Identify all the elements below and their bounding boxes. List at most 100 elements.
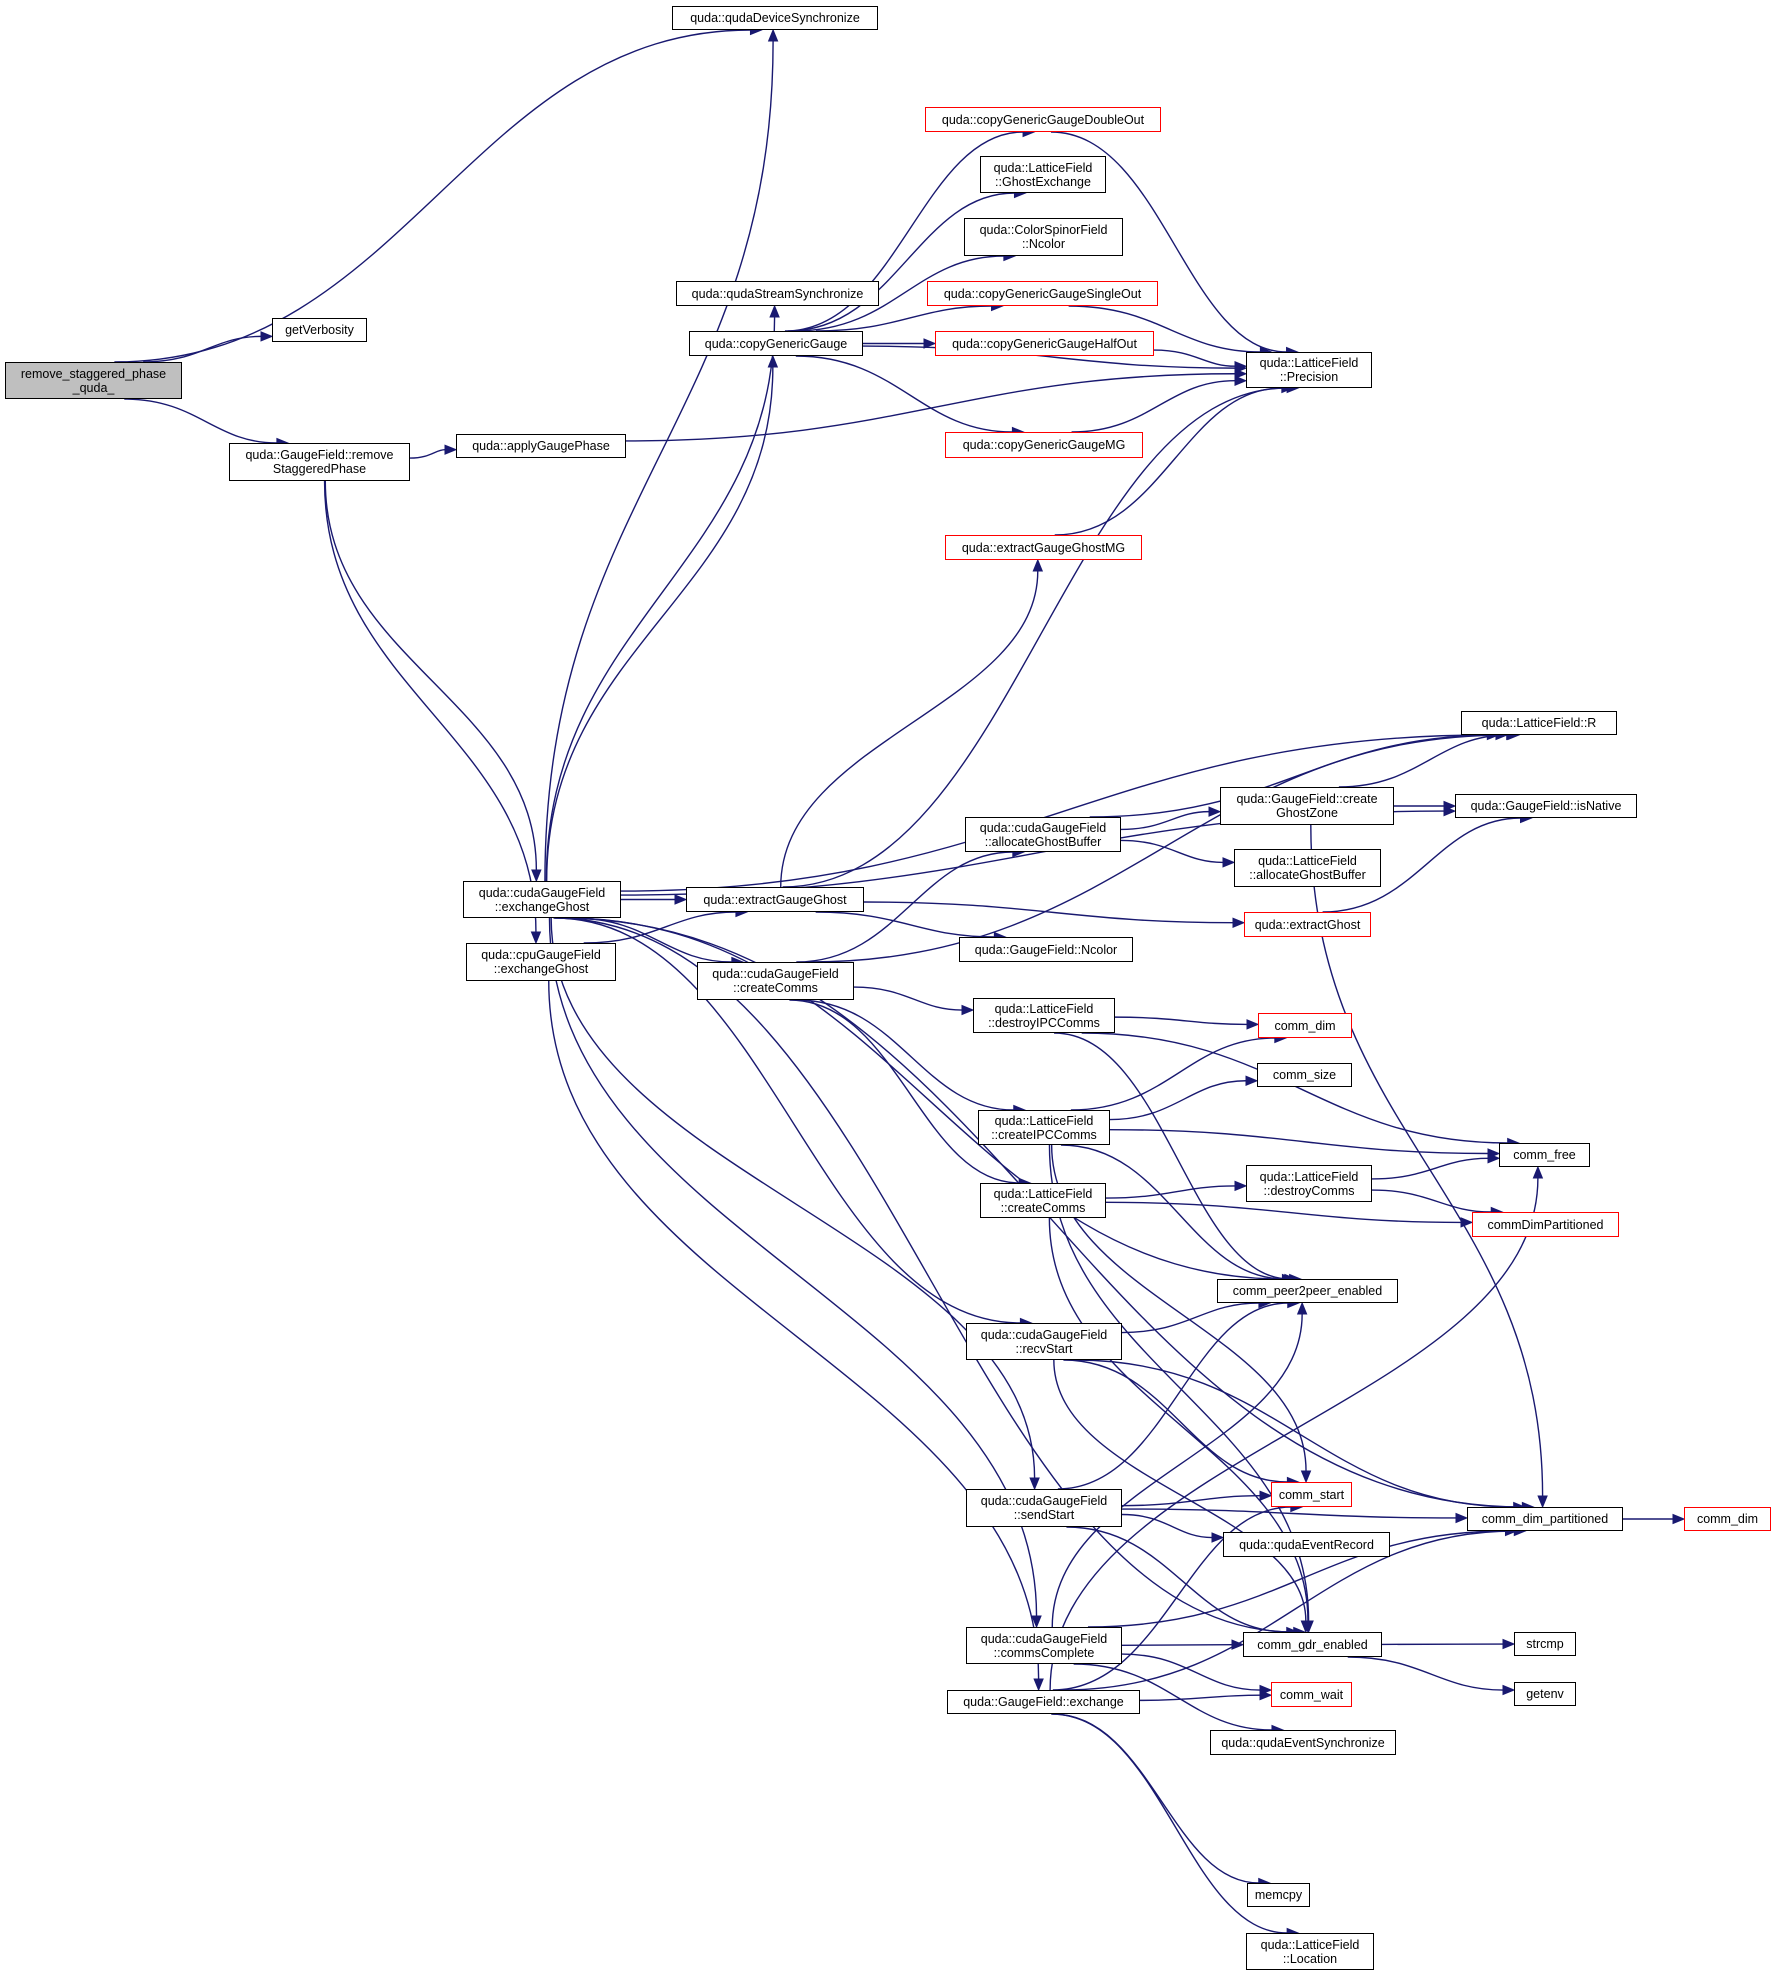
node-event-sync[interactable]: quda::qudaEventSynchronize (1210, 1730, 1396, 1755)
node-getenv[interactable]: getenv (1514, 1682, 1576, 1706)
node-memcpy[interactable]: memcpy (1247, 1883, 1310, 1907)
edge-lfCreateComms-to-destroyComms (1105, 1185, 1236, 1199)
node-cuda-alloc-ghost[interactable]: quda::cudaGaugeField ::allocateGhostBuff… (965, 817, 1121, 852)
edge-gfExchange-to-location (1051, 1713, 1288, 1934)
node-is-native[interactable]: quda::GaugeField::isNative (1455, 794, 1637, 818)
edge-cudaAllocGhost-to-createGhostZone (1120, 810, 1210, 831)
node-precision[interactable]: quda::LatticeField ::Precision (1246, 352, 1372, 388)
node-destroy-i-p-c-comms[interactable]: quda::LatticeField ::destroyIPCComms (973, 998, 1115, 1033)
arrowhead-icon (1246, 1019, 1260, 1030)
node-p2p[interactable]: comm_peer2peer_enabled (1217, 1279, 1398, 1303)
edge-cudaCreateComms-to-cudaAllocGhost (796, 851, 1013, 963)
node-comm-dim-partitioned[interactable]: comm_dim_partitioned (1467, 1507, 1623, 1531)
arrowhead-icon (1300, 1470, 1312, 1484)
arrowhead-icon (1296, 1301, 1308, 1315)
arrowhead-icon (1232, 917, 1246, 928)
edge-cudaCreateComms-to-createIPCComms (796, 999, 1014, 1111)
arrowhead-icon (1234, 375, 1248, 386)
edge-cudaExchangeGhost-to-latticeR (620, 734, 1488, 892)
node-extract-gauge-ghost[interactable]: quda::extractGaugeGhost (686, 887, 864, 912)
arrowhead-icon (1537, 1495, 1548, 1509)
edge-recvStart-to-gdr (1053, 1359, 1307, 1622)
node-extract-gauge-ghost-m-g[interactable]: quda::extractGaugeGhostMG (945, 535, 1142, 560)
arrowhead-icon (1443, 800, 1457, 812)
node-destroy-comms[interactable]: quda::LatticeField ::destroyComms (1246, 1165, 1372, 1202)
edge-extractGaugeGhost-to-gfNcolor (815, 911, 995, 938)
arrowhead-icon (674, 894, 688, 905)
node-send-start[interactable]: quda::cudaGaugeField ::sendStart (966, 1489, 1122, 1527)
arrowhead-icon (1502, 1638, 1516, 1650)
node-lf-create-comms[interactable]: quda::LatticeField ::createComms (980, 1183, 1106, 1218)
node-cuda-create-comms[interactable]: quda::cudaGaugeField ::createComms (697, 962, 854, 1000)
node-quda-device-synchronize[interactable]: quda::qudaDeviceSynchronize (672, 6, 878, 30)
node-copy-generic-gauge[interactable]: quda::copyGenericGauge (689, 331, 863, 356)
edge-commsComplete-to-gdr (1121, 1643, 1233, 1647)
node-lf-alloc-ghost[interactable]: quda::LatticeField ::allocateGhostBuffer (1234, 849, 1381, 887)
node-gf-ncolor[interactable]: quda::GaugeField::Ncolor (959, 937, 1133, 962)
node-copy-double-out[interactable]: quda::copyGenericGaugeDoubleOut (925, 107, 1161, 132)
arrowhead-icon (1234, 1180, 1248, 1192)
arrowhead-icon (1259, 1689, 1273, 1701)
node-comm-dim1[interactable]: comm_dim (1258, 1013, 1352, 1038)
edge-extractGaugeGhost-to-extractGaugeGhostMG (780, 570, 1039, 888)
edge-cudaExchangeGhost-to-qudaDeviceSynchronize (544, 40, 774, 882)
arrowhead-icon (1234, 360, 1248, 372)
node-comm-start[interactable]: comm_start (1271, 1482, 1352, 1507)
edge-extractGaugeGhost-to-extractGhost (863, 901, 1234, 924)
node-event-record[interactable]: quda::qudaEventRecord (1223, 1532, 1390, 1557)
node-cuda-exchange-ghost[interactable]: quda::cudaGaugeField ::exchangeGhost (463, 881, 621, 918)
node-copy-m-g[interactable]: quda::copyGenericGaugeMG (945, 432, 1143, 458)
node-csf-ncolor[interactable]: quda::ColorSpinorField ::Ncolor (964, 218, 1123, 256)
node-create-i-p-c-comms[interactable]: quda::LatticeField ::createIPCComms (978, 1110, 1110, 1145)
edge-root-to-removeStaggeredPhase (124, 398, 277, 444)
edge-applyGaugePhase-to-precision (625, 373, 1236, 442)
edge-cpuExchangeGhost-to-gfExchange (548, 980, 1040, 1680)
arrowhead-icon (444, 444, 458, 455)
node-copy-half-out[interactable]: quda::copyGenericGaugeHalfOut (935, 331, 1154, 356)
node-comm-wait[interactable]: comm_wait (1271, 1682, 1352, 1707)
node-comm-dim-partitioned-camel[interactable]: commDimPartitioned (1472, 1212, 1619, 1237)
node-comm-size[interactable]: comm_size (1257, 1063, 1352, 1087)
node-cpu-exchange-ghost[interactable]: quda::cpuGaugeField ::exchangeGhost (466, 943, 616, 981)
edge-commsComplete-to-p2p (1051, 1313, 1303, 1628)
node-location[interactable]: quda::LatticeField ::Location (1246, 1933, 1374, 1970)
edge-sendStart-to-p2p (1057, 1302, 1288, 1490)
node-remove-staggered-phase[interactable]: quda::GaugeField::remove StaggeredPhase (229, 443, 410, 481)
edge-root-to-qudaDeviceSynchronize (114, 29, 751, 363)
edge-recvStart-to-commDimPartitioned (1075, 1359, 1514, 1508)
node-gdr[interactable]: comm_gdr_enabled (1243, 1632, 1382, 1657)
edge-extractGhost-to-isNative (1322, 817, 1521, 913)
edge-cudaCreateComms-to-lfCreateComms (789, 999, 1020, 1184)
edge-root-to-getVerbosity (143, 335, 262, 363)
arrowhead-icon (923, 338, 937, 349)
edge-cudaExchangeGhost-to-p2p (563, 917, 1283, 1280)
node-apply-gauge-phase[interactable]: quda::applyGaugePhase (456, 434, 626, 458)
edge-cudaCreateComms-to-destroyIPCComms (853, 986, 963, 1011)
arrowhead-icon (1455, 1512, 1469, 1524)
node-extract-ghost[interactable]: quda::extractGhost (1244, 912, 1371, 937)
edge-recvStart-to-p2p (1121, 1302, 1259, 1334)
node-strcmp[interactable]: strcmp (1514, 1632, 1576, 1656)
edge-extractGaugeGhostMG-to-precision (1054, 387, 1282, 536)
node-quda-stream-synchronize[interactable]: quda::qudaStreamSynchronize (676, 281, 879, 306)
edge-copyGenericGauge-to-copyMG (795, 355, 1013, 433)
node-lattice-r[interactable]: quda::LatticeField::R (1461, 711, 1617, 735)
edge-removeStaggeredPhase-to-cpuExchangeGhost (323, 480, 537, 933)
node-comms-complete[interactable]: quda::cudaGaugeField ::commsComplete (966, 1627, 1122, 1664)
edge-gfExchange-to-commWait (1139, 1694, 1261, 1702)
node-ghost-exchange[interactable]: quda::LatticeField ::GhostExchange (980, 156, 1106, 193)
node-copy-single-out[interactable]: quda::copyGenericGaugeSingleOut (927, 281, 1158, 306)
arrowhead-icon (769, 304, 780, 318)
node-create-ghost-zone[interactable]: quda::GaugeField::create GhostZone (1220, 787, 1394, 825)
arrowhead-icon (1300, 1620, 1312, 1634)
node-recv-start[interactable]: quda::cudaGaugeField ::recvStart (966, 1323, 1122, 1360)
node-comm-dim2[interactable]: comm_dim (1684, 1507, 1771, 1531)
arrowhead-icon (961, 1004, 975, 1016)
node-comm-free[interactable]: comm_free (1499, 1143, 1590, 1167)
edge-copyGenericGauge-to-copySingleOut (815, 305, 992, 332)
node-gf-exchange[interactable]: quda::GaugeField::exchange (947, 1690, 1140, 1714)
node-get-verbosity[interactable]: getVerbosity (272, 318, 367, 342)
edge-commsComplete-to-commWait (1121, 1653, 1261, 1691)
